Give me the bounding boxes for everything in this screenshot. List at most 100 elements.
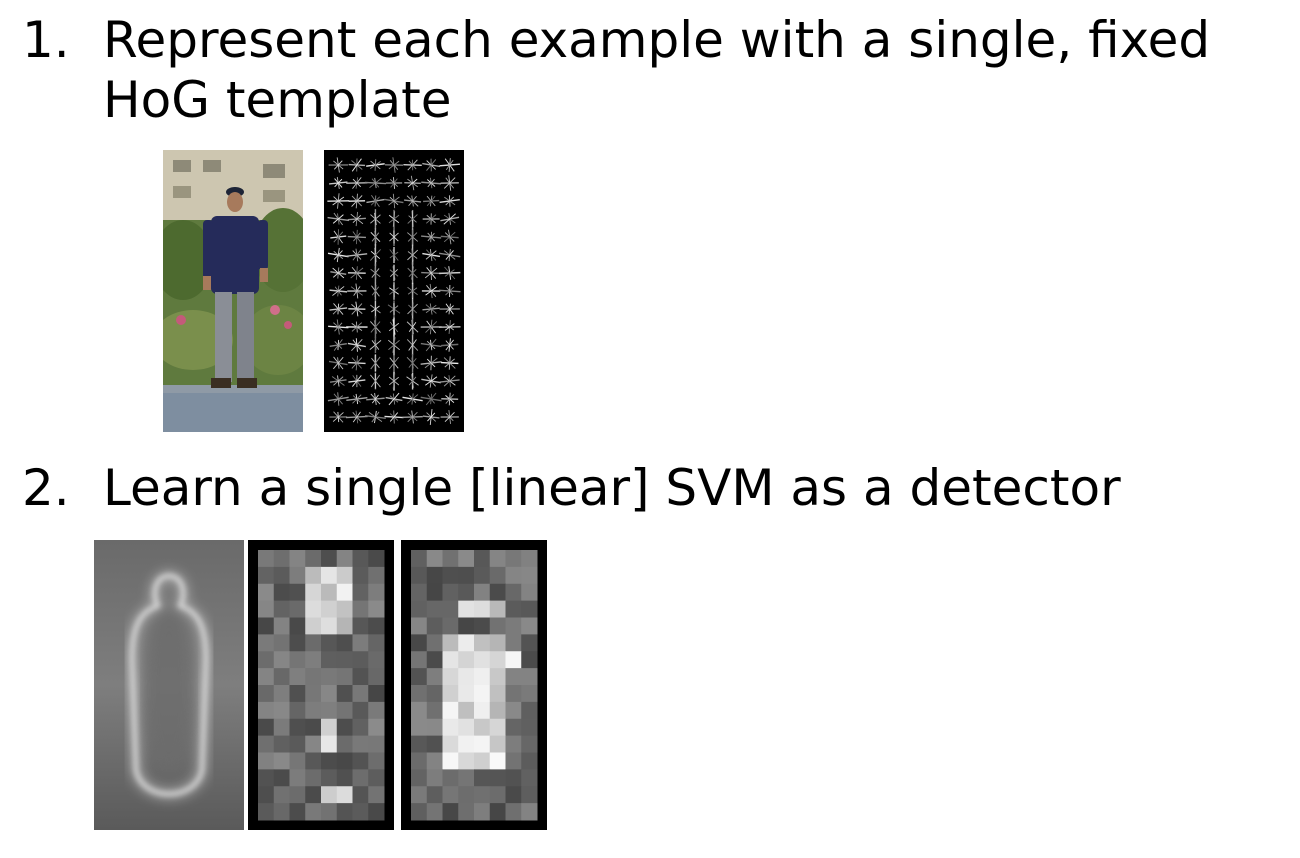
hog-glyph-stroke: [371, 232, 380, 242]
weight-cell: [258, 685, 275, 703]
hog-glyph-stroke: [332, 214, 344, 224]
weight-cell: [411, 634, 428, 652]
weight-cell: [489, 600, 506, 618]
hog-glyph-stroke: [426, 159, 437, 171]
weight-cell: [273, 752, 290, 770]
hog-glyph-stroke: [333, 376, 344, 386]
hog-glyph-stroke: [351, 338, 363, 352]
hog-glyph-stroke: [408, 376, 417, 386]
hog-glyph-stroke: [445, 159, 454, 171]
weight-cell: [489, 752, 506, 770]
hog-glyph-stroke: [352, 375, 362, 387]
hog-glyph-stroke: [425, 304, 437, 314]
weight-cell: [489, 634, 506, 652]
hog-glyph-stroke: [445, 305, 454, 313]
hog-glyph-stroke: [334, 322, 343, 332]
list-text-1: Represent each example with a single, fi…: [103, 11, 1211, 129]
weight-cell: [352, 651, 369, 669]
hog-glyph-stroke: [332, 268, 344, 278]
hog-glyph-stroke: [444, 269, 455, 277]
weight-cell: [521, 803, 538, 821]
weight-cell: [321, 600, 338, 618]
weight-cell: [458, 600, 475, 618]
weight-cell: [458, 735, 475, 753]
weight-cell: [321, 583, 338, 602]
weight-cell: [426, 651, 443, 669]
weight-cell: [368, 617, 385, 635]
hog-glyph-stroke: [333, 160, 343, 170]
weight-cell: [474, 651, 491, 669]
hog-glyph-stroke: [426, 195, 436, 207]
weight-cell: [368, 600, 385, 618]
hog-glyph-stroke: [371, 268, 380, 278]
weight-cell: [352, 668, 369, 686]
weight-cell: [336, 668, 353, 686]
weight-cell: [368, 668, 385, 686]
weight-cell: [521, 550, 538, 568]
weight-cell: [305, 769, 322, 787]
weight-cell: [305, 735, 322, 753]
hog-glyph-stroke: [425, 392, 437, 406]
weight-cell: [289, 718, 306, 737]
weight-cell: [442, 718, 459, 737]
weight-cell: [521, 786, 538, 804]
weight-cell: [368, 786, 385, 804]
hog-glyph-stroke: [444, 358, 455, 368]
hog-glyph-stroke: [424, 267, 438, 279]
hog-glyph-stroke: [351, 357, 363, 369]
hog-glyph-stroke: [333, 339, 343, 351]
weight-cell: [505, 600, 522, 618]
hog-glyph-stroke: [332, 286, 345, 296]
hog-glyph-stroke: [407, 232, 418, 242]
hog-glyph-stroke: [388, 339, 400, 351]
weight-cell: [352, 769, 369, 787]
weight-cell: [321, 803, 338, 821]
weight-cell: [426, 735, 443, 753]
weight-cell: [258, 617, 275, 635]
weight-cell: [521, 617, 538, 635]
weight-cell: [305, 752, 322, 770]
hog-glyph-stroke: [332, 412, 344, 422]
weight-cell: [258, 550, 275, 568]
weight-cell: [426, 752, 443, 770]
weight-cell: [489, 701, 506, 720]
weight-cell: [336, 769, 353, 787]
weight-cell: [411, 617, 428, 635]
weight-cell: [368, 803, 385, 821]
weight-cell: [289, 735, 306, 753]
hog-glyph-stroke: [370, 196, 380, 206]
hog-glyph-stroke: [352, 411, 361, 423]
hog-glyph-stroke: [407, 178, 418, 188]
weight-cell: [321, 617, 338, 635]
hog-glyph-stroke: [408, 339, 417, 351]
weight-cell: [352, 634, 369, 652]
weight-cell: [521, 566, 538, 585]
weight-cell: [505, 651, 522, 669]
weight-cell: [321, 634, 338, 652]
hog-glyph-stroke: [332, 303, 344, 315]
weight-cell: [426, 583, 443, 602]
weight-cell: [305, 651, 322, 669]
weight-cell: [474, 803, 491, 821]
weight-cell: [426, 617, 443, 635]
weight-cell: [505, 566, 522, 585]
weight-cell: [442, 685, 459, 703]
weight-cell: [289, 634, 306, 652]
weight-cell: [474, 752, 491, 770]
weight-cell: [305, 550, 322, 568]
weight-cell: [489, 769, 506, 787]
hog-glyph-stroke: [352, 394, 362, 404]
weight-cell: [474, 735, 491, 753]
pedestrian-photo: [163, 150, 303, 432]
weight-cell: [426, 685, 443, 703]
hog-glyph-stroke: [407, 303, 418, 315]
hog-glyph-stroke: [445, 286, 455, 296]
weight-cell: [273, 566, 290, 585]
weight-cell: [321, 651, 338, 669]
hog-glyph-stroke: [427, 232, 435, 242]
weight-cell: [505, 685, 522, 703]
weight-cell: [474, 583, 491, 602]
negative-svm-weights: [401, 540, 547, 830]
weight-cell: [305, 668, 322, 686]
hog-glyph-stroke: [333, 356, 344, 370]
